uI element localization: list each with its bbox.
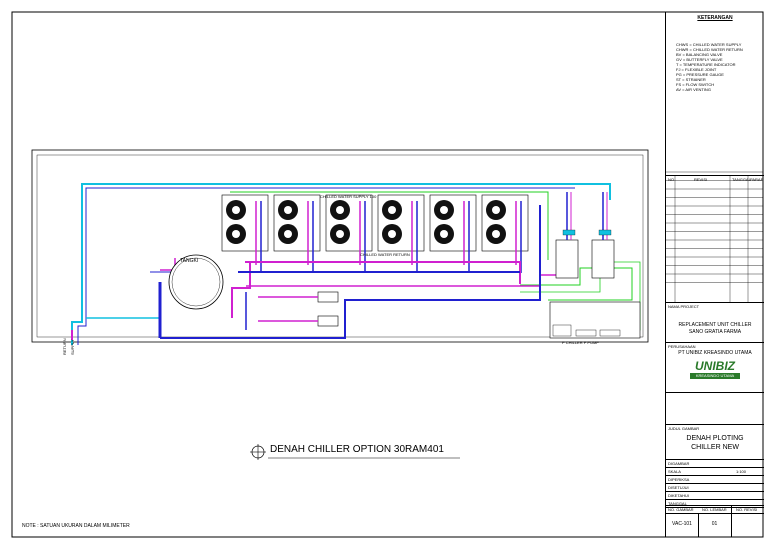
panel-cell-3 [599,329,621,337]
logo-text: UNIBIZ [695,359,735,373]
chiller-fan-hub [336,206,344,214]
chiller-fan-hub [440,206,448,214]
legend-item: CHWR = CHILLED WATER RETURN [676,47,743,52]
chiller-fan-hub [388,206,396,214]
legend-item: BV = BALANCING VALVE [676,52,723,57]
chiller-fan-hub [284,206,292,214]
info-row-label: DIPERIKSA [668,477,690,482]
right-pump-1 [555,239,579,279]
pump-2-body [317,315,339,327]
legend-item: FJ = FLEXIBLE JOINT [676,67,717,72]
info-row: DIKETAHUI [666,492,764,500]
panel-cell-1 [552,324,572,337]
company-heading: PERUSAHAAN [668,344,696,349]
legend-item: AV = AIR VENTING [676,87,711,92]
info-row-label: TANGGAL [668,501,687,506]
right-valve-1 [562,229,576,236]
revision-header: REVISI [694,177,708,182]
building-outline [31,149,649,343]
pump-group [245,291,339,330]
scale-value: 1:100 [736,469,747,474]
info-row: DIPERIKSA [666,476,764,484]
legend-item: ST = STRAINER [676,77,706,82]
green-header-pipe [230,191,549,260]
chiller-fan-hub [336,230,344,238]
project-heading: NAMA PROJECT [668,304,700,309]
info-row-label: DIKETAHUI [668,493,690,498]
info-row: TANGGAL [666,500,764,508]
supply-label: SUPPLY [70,339,75,356]
legend-item: PG = PRESSURE GAUGE [676,72,724,77]
revision-header: PARAF [750,177,764,182]
header-label-mid: CHILLED WATER RETURN [360,252,410,257]
chiller-fan-hub [492,230,500,238]
chiller-fan-hub [232,206,240,214]
legend-item: FS = FLOW SWITCH [676,82,715,87]
info-row-label: DISETUJUI [668,485,689,490]
logo-tagline: KREASINDO UTAMA [690,373,740,379]
info-row-label: SKALA [668,469,681,474]
right-pump-stack [555,192,615,279]
header-label-top: CHILLED WATER SUPPLY 100 [320,194,377,199]
legend-item: CHWS = CHILLED WATER SUPPLY [676,42,742,47]
return-branch-pipe [231,262,251,318]
revision-table-grid [665,171,763,302]
drawing-line1: DENAH PLOTING [686,435,744,442]
chiller-fan-hub [284,230,292,238]
legend-item: T = TEMPERATURE INDICATOR [676,62,736,67]
chiller-fan-hub [232,230,240,238]
right-valve-2 [598,229,612,236]
tank [168,254,224,310]
chiller-fan-hub [388,230,396,238]
drawing-note: NOTE : SATUAN UKURAN DALAM MILIMETER [22,523,130,529]
drawing-number: VAC-101 [672,521,692,527]
sheet-border [11,11,764,538]
cyan-main-pipe [71,183,611,345]
sheet-number: 01 [711,521,718,527]
pump-1-body [317,291,339,303]
return-lower-pipe [246,274,560,287]
return-label: RETURN [62,338,67,355]
info-row: DIGAMBAR [666,460,764,468]
project-line1: REPLACEMENT UNIT CHILLER [678,322,752,328]
revision-header: TANGGAL [732,177,751,182]
info-row: DISETUJUI [666,484,764,492]
code-header: NO. GAMBAR [668,507,694,512]
code-headers: NO. GAMBAR NO. LEMBAR NO. REVISI [666,506,764,512]
company-logo: UNIBIZ KREASINDO UTAMA [690,359,740,383]
company-name: PT UNIBIZ KREASINDO UTAMA [678,350,752,356]
cyan-main-pipe-2 [77,187,575,345]
right-pump-2 [591,239,615,279]
pump-panel-label: P CHILLER P PUMP [562,340,599,345]
code-header: NO. REVISI [736,507,758,512]
drawing-line2: CHILLER NEW [691,444,739,451]
tank-inner [171,257,221,307]
control-panel [549,301,641,339]
info-row-label: DIGAMBAR [668,461,690,466]
return-header-pipe [245,261,521,284]
chiller-fan-hub [440,230,448,238]
chiller-fan-hub [492,206,500,214]
legend-item: GV = BUTTERFLY VALVE [676,57,723,62]
supply-lower-pipe [160,205,541,339]
tank-label: TANGKI [180,258,199,264]
panel-cell-2 [575,329,597,337]
drawing-heading: JUDUL GAMBAR [668,426,700,431]
project-line2: SANO GRATIA FARMA [688,329,742,335]
code-header: NO. LEMBAR [702,507,727,512]
info-row: SKALA 1:100 [666,468,764,476]
drawing-title: DENAH CHILLER OPTION 30RAM401 [270,444,444,455]
revision-header: NO [668,177,674,182]
legend-heading: KETERANGAN [697,15,733,21]
